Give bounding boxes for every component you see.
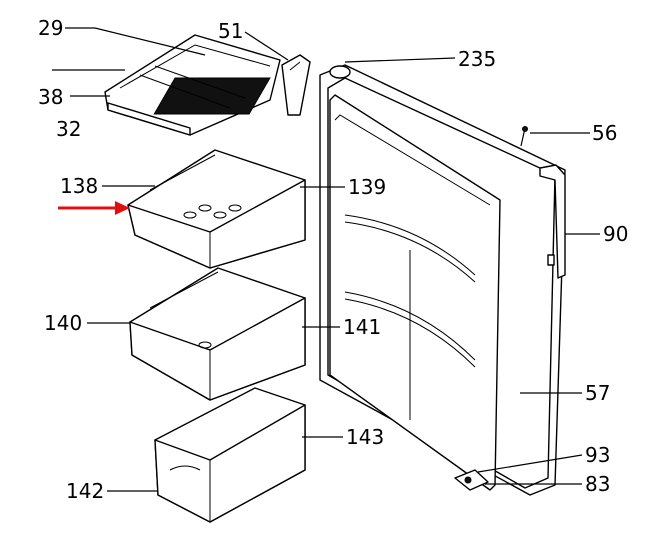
ice-tray-grid bbox=[153, 77, 271, 115]
label-139: 139 bbox=[348, 175, 386, 199]
callout-labels: 29 51 235 38 32 56 138 139 90 140 141 57… bbox=[38, 16, 628, 503]
label-93: 93 bbox=[585, 443, 610, 467]
drawer-142 bbox=[154, 387, 306, 523]
top-tray-assembly bbox=[104, 34, 281, 136]
label-32: 32 bbox=[56, 117, 81, 141]
door-assembly bbox=[319, 64, 566, 496]
part-83-hinge bbox=[454, 469, 489, 491]
label-29: 29 bbox=[38, 16, 63, 40]
label-140: 140 bbox=[44, 311, 82, 335]
label-56: 56 bbox=[592, 121, 617, 145]
label-143: 143 bbox=[346, 425, 384, 449]
label-83: 83 bbox=[585, 472, 610, 496]
leader-lines bbox=[52, 27, 600, 492]
label-138: 138 bbox=[60, 174, 98, 198]
red-indicator-arrow bbox=[58, 201, 130, 215]
label-90: 90 bbox=[603, 222, 628, 246]
label-51: 51 bbox=[218, 19, 243, 43]
label-38: 38 bbox=[38, 85, 63, 109]
label-57: 57 bbox=[585, 381, 610, 405]
door-hinge-top bbox=[329, 65, 351, 79]
part-51-bracket bbox=[281, 54, 311, 116]
drawer-140 bbox=[129, 267, 306, 401]
part-90-handle bbox=[539, 164, 566, 279]
label-142: 142 bbox=[66, 479, 104, 503]
drawer-138 bbox=[127, 149, 306, 269]
label-141: 141 bbox=[343, 315, 381, 339]
part-56-screw bbox=[520, 126, 528, 147]
label-235: 235 bbox=[458, 47, 496, 71]
